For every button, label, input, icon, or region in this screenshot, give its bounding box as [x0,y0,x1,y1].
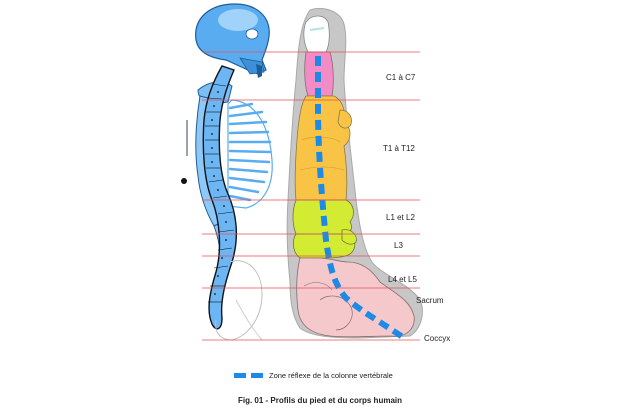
label-l3: L3 [394,241,403,250]
mandible [256,64,262,78]
orbit [245,28,259,40]
microtext-strip [186,120,188,156]
vertebra-lines [205,83,235,303]
l3-joint [341,229,357,245]
label-thoracic: T1 à T12 [383,144,415,153]
femur-outline [235,299,263,341]
foot-profile [286,8,423,341]
label-l1-l2: L1 et L2 [386,213,415,222]
label-cervical: C1 à C7 [386,73,416,82]
skeleton-profile [181,3,273,341]
label-l4-l5: L4 et L5 [388,275,417,284]
reflex-zone-line [315,56,406,341]
spine-column [202,65,237,330]
ribs [228,102,272,202]
skull-highlight [218,9,258,31]
legend-label: Zone réflexe de la colonne vertébrale [269,371,393,380]
distal-phalanx [303,15,330,53]
legend: Zone réflexe de la colonne vertébrale [234,371,393,380]
label-coccyx: Coccyx [424,334,451,343]
thoracic-joint [337,109,352,129]
figure-caption: Fig. 01 - Profils du pied et du corps hu… [237,396,402,405]
label-sacrum: Sacrum [416,296,444,305]
pelvis-outline [215,260,263,341]
legend-swatch [234,373,263,378]
logo-mark [181,178,187,184]
guide-lines [202,51,420,341]
vertebra-dots [211,91,227,295]
region-heel-shape [296,257,415,338]
heel-inner [319,295,353,331]
toe-accent [309,27,325,31]
